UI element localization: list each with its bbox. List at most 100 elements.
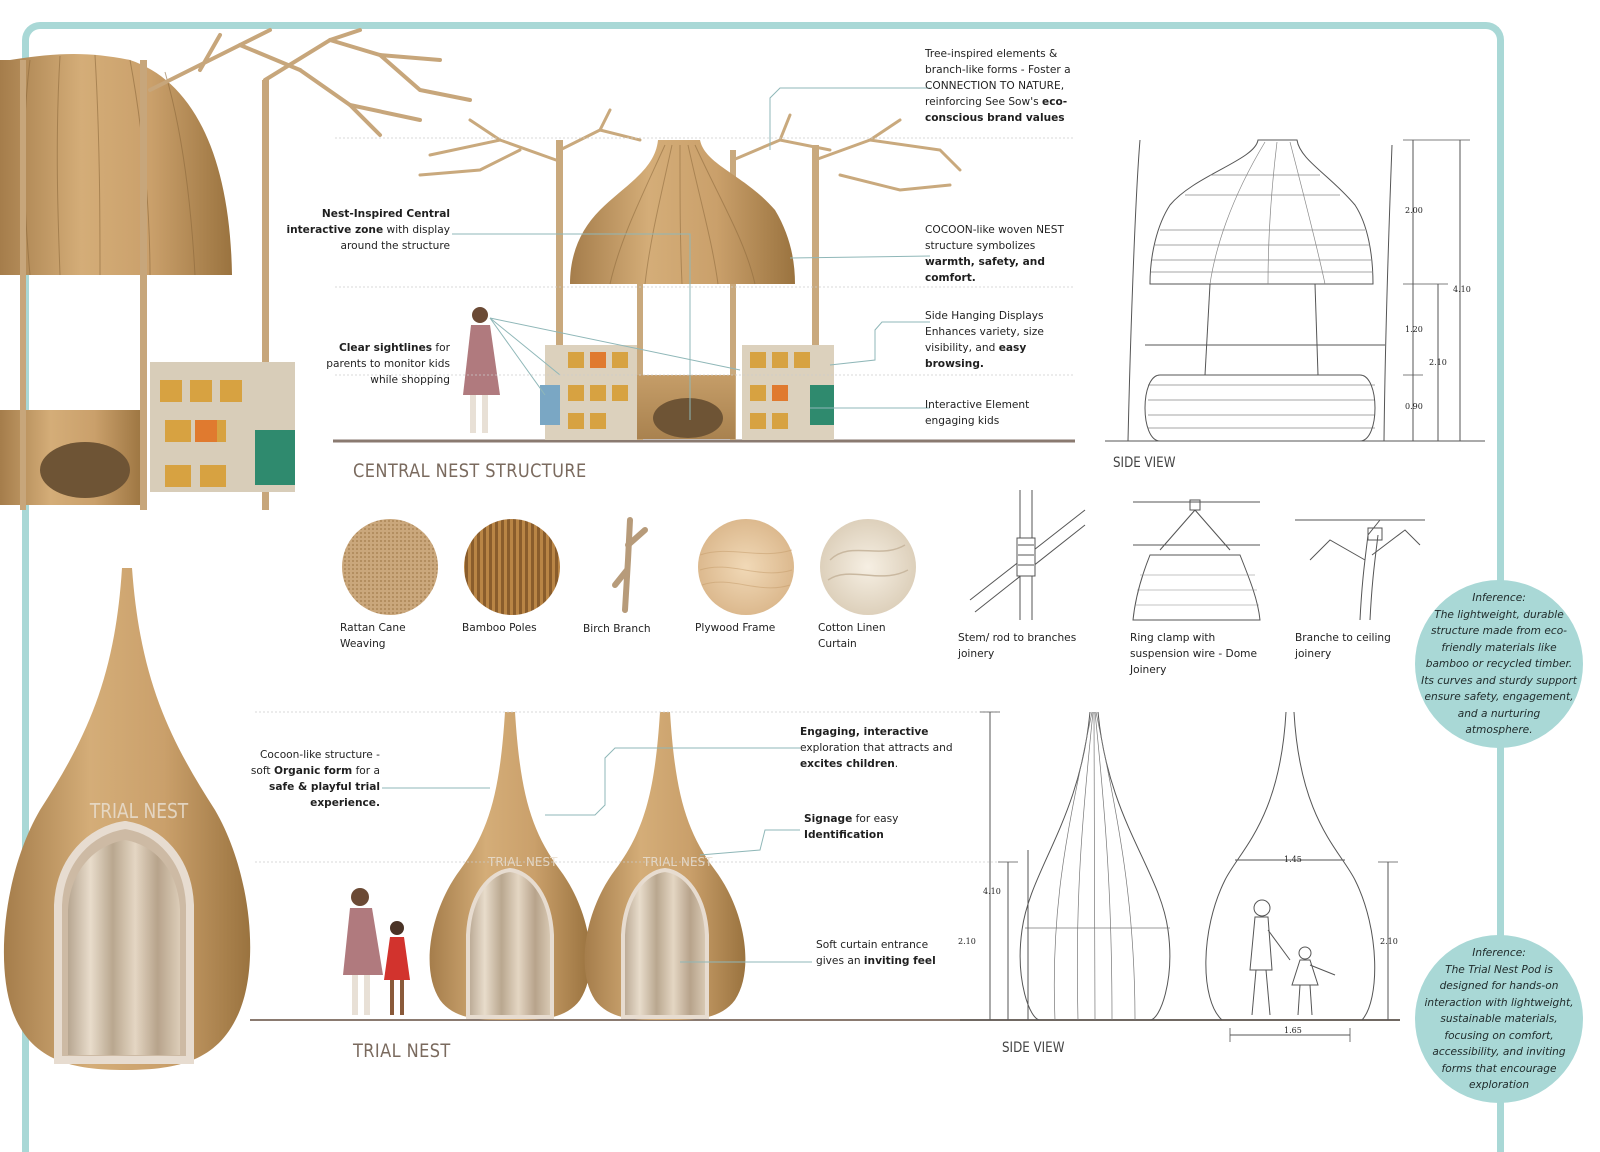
annotation-emphasis: Clear sightlines [338, 342, 433, 354]
inference-line: forms that encourage [1441, 1062, 1557, 1075]
annotation-line: visibility, and [925, 342, 999, 354]
annotation-line: for easy [852, 813, 899, 825]
left-nest-render [0, 28, 472, 510]
inference-line: The Trial Nest Pod is [1445, 963, 1553, 976]
inference-bubble-central: Inference: The lightweight, durable stru… [1415, 580, 1583, 748]
annotation-emphasis: inviting feel [863, 955, 936, 967]
joinery-label-line: joinery [958, 648, 995, 660]
annotation-line: while shopping [370, 374, 450, 386]
annotation-emphasis: conscious brand values [925, 112, 1065, 124]
annotation-emphasis: Signage [804, 813, 853, 825]
annotation-curtain: Soft curtain entrance gives an inviting … [816, 937, 956, 969]
annotation-line: for [432, 342, 450, 354]
annotation-line: Side Hanging Displays [925, 310, 1044, 322]
annotation-line: Tree-inspired elements & [925, 48, 1058, 60]
material-label-line: Bamboo Poles [462, 622, 537, 634]
inference-line: ensure safety, engagement, [1424, 691, 1574, 703]
annotation-line: Cocoon-like structure - [260, 749, 380, 761]
material-label-line: Plywood Frame [695, 622, 776, 634]
inference-line: interaction with lightweight, [1424, 996, 1574, 1009]
annotation-signage: Signage for easy Identification [804, 811, 934, 843]
inference-line: bamboo or recycled timber. [1425, 658, 1573, 670]
central-nest-title: CENTRAL NEST STRUCTURE [353, 460, 587, 482]
inference-heading: Inference: [1472, 592, 1526, 604]
left-trial-pod-render [3, 568, 251, 1070]
joinery-sketches [969, 490, 1425, 621]
left-pod-lettering: TRIAL NEST [89, 801, 189, 824]
dimension-label: 2.00 [1405, 206, 1423, 215]
annotation-emphasis: Identification [804, 829, 884, 841]
annotation-line: structure symbolizes [925, 240, 1036, 252]
joinery-label-line: Joinery [1130, 664, 1167, 676]
inference-bubble-trial: Inference: The Trial Nest Pod is designe… [1415, 935, 1583, 1103]
annotation-line: parents to monitor kids [326, 358, 450, 370]
central-side-view-label: SIDE VIEW [1113, 455, 1176, 471]
annotation-emphasis: Engaging, interactive [800, 726, 929, 738]
inference-line: structure made from eco- [1431, 625, 1567, 637]
joinery-label-line: suspension wire - Dome [1130, 648, 1258, 660]
inference-line: The lightweight, durable [1434, 608, 1564, 621]
annotation-sightlines: Clear sightlines for parents to monitor … [315, 340, 450, 388]
annotation-emphasis: browsing. [925, 358, 984, 370]
joinery-ring-label: Ring clamp with suspension wire - Dome J… [1130, 630, 1257, 678]
dimension-label: 4.10 [1453, 285, 1471, 294]
inference-line: accessibility, and inviting [1432, 1046, 1566, 1058]
dimension-label: 1.45 [1284, 855, 1302, 864]
annotation-line: soft [250, 765, 274, 777]
annotation-line: reinforcing See Sow's [925, 96, 1043, 108]
central-side-view-drawing [1105, 139, 1485, 442]
material-plywood-label: Plywood Frame [695, 620, 775, 636]
dimension-label: 2.10 [1380, 937, 1398, 946]
trial-side-view-drawing [960, 711, 1400, 1042]
joinery-stem-label: Stem/ rod to branches joinery [958, 630, 1076, 662]
trial-side-view-label: SIDE VIEW [1002, 1040, 1065, 1056]
inference-line: designed for hands-on [1439, 980, 1559, 992]
inference-heading: Inference: [1472, 947, 1526, 959]
material-bamboo-label: Bamboo Poles [462, 620, 537, 636]
dimension-label: 1.65 [1284, 1026, 1302, 1035]
annotation-nest-zone: Nest-Inspired Central interactive zone w… [285, 206, 450, 254]
annotation-line: around the structure [340, 240, 450, 252]
material-swatches [342, 517, 916, 615]
annotation-emphasis: excites children [800, 758, 895, 770]
annotation-line: engaging kids [925, 415, 1000, 427]
trial-leader-lines [382, 747, 812, 963]
inference-line: Its curves and sturdy support [1421, 674, 1577, 687]
annotation-emphasis: interactive zone [286, 224, 384, 236]
dimension-label: 1.20 [1405, 325, 1423, 334]
annotation-emphasis: experience. [310, 797, 380, 809]
annotation-tree: Tree-inspired elements & branch-like for… [925, 46, 1085, 126]
inference-line: friendly materials like [1441, 641, 1557, 654]
material-label-line: Rattan Cane [340, 622, 406, 634]
joinery-ceiling-label: Branche to ceiling joinery [1295, 630, 1391, 662]
pod-lettering-1: TRIAL NEST [487, 855, 558, 869]
material-birch-label: Birch Branch [583, 621, 651, 637]
annotation-line: gives an [816, 955, 864, 967]
dimension-label: 4.10 [983, 887, 1001, 896]
annotation-line: Soft curtain entrance [816, 939, 929, 951]
annotation-line: CONNECTION TO NATURE, [925, 80, 1065, 92]
annotation-emphasis: eco- [1042, 96, 1068, 108]
annotation-emphasis: Nest-Inspired Central [321, 208, 450, 220]
pod-lettering-2: TRIAL NEST [642, 855, 713, 869]
woman-figure [463, 307, 500, 433]
material-cotton-label: Cotton Linen Curtain [818, 620, 886, 652]
annotation-side-displays: Side Hanging Displays Enhances variety, … [925, 308, 1085, 372]
annotation-line: branch-like forms - Foster a [925, 64, 1071, 76]
dimension-label: 2.10 [958, 937, 976, 946]
material-label-line: Weaving [340, 638, 386, 650]
annotation-line: Interactive Element [925, 399, 1030, 411]
dimension-label: 2.10 [1429, 358, 1447, 367]
material-label-line: Cotton Linen [818, 622, 886, 634]
annotation-line: exploration that attracts and [800, 742, 953, 754]
annotation-emphasis: comfort. [925, 272, 976, 284]
annotation-trial-cocoon: Cocoon-like structure - soft Organic for… [240, 747, 380, 811]
annotation-line: with display [383, 224, 450, 236]
annotation-emphasis: Organic form [273, 765, 353, 777]
annotation-line: COCOON-like woven NEST [925, 224, 1064, 236]
annotation-engaging: Engaging, interactive exploration that a… [800, 724, 970, 772]
material-label-line: Birch Branch [583, 623, 651, 635]
material-rattan-label: Rattan Cane Weaving [340, 620, 406, 652]
annotation-line: for a [352, 765, 380, 777]
